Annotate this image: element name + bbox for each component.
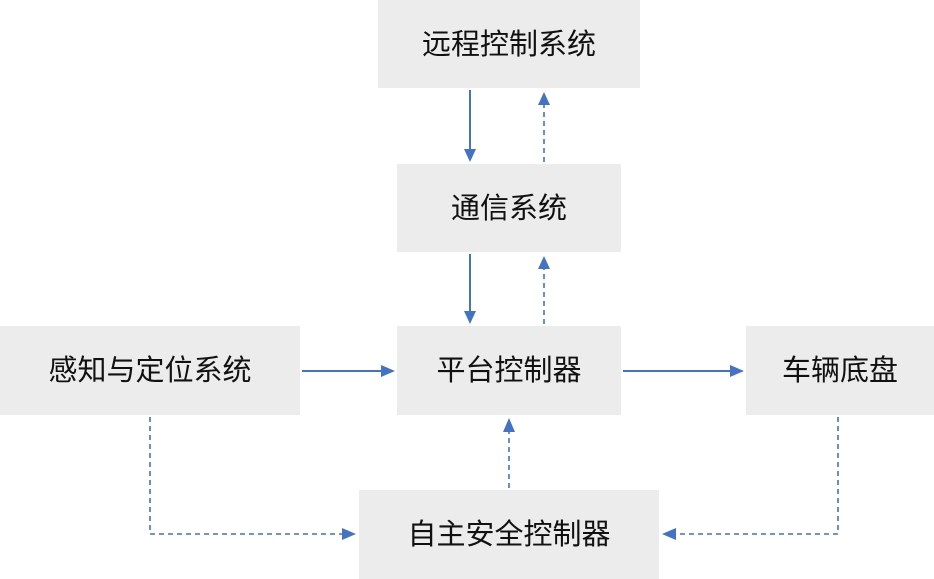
node-safety-controller-box <box>359 490 659 579</box>
arrow-head-down <box>464 311 476 324</box>
arrow-head-left <box>662 528 676 540</box>
edge-platform-to-chassis <box>623 365 744 377</box>
node-perception-label: 感知与定位系统 <box>48 353 251 387</box>
edge-platform-to-communication <box>538 256 550 324</box>
edge-communication-to-platform <box>464 254 476 324</box>
arrow-head-right <box>342 528 356 540</box>
node-chassis-box <box>746 326 934 415</box>
node-remote-control: 远程控制系统 <box>378 0 640 88</box>
edge-perception-to-platform <box>302 365 395 377</box>
arrow-head-up <box>538 256 550 269</box>
arrow-head-right <box>381 365 395 377</box>
edge-perception-to-safety <box>149 417 356 540</box>
node-remote-control-box <box>378 0 640 88</box>
node-platform-controller-label: 平台控制器 <box>436 353 581 387</box>
node-remote-control-label: 远程控制系统 <box>422 27 596 61</box>
node-communication-label: 通信系统 <box>451 191 567 225</box>
node-chassis-label: 车辆底盘 <box>782 353 898 387</box>
arrow-head-right <box>730 365 744 377</box>
node-perception-box <box>0 326 300 415</box>
node-communication: 通信系统 <box>397 164 621 252</box>
edge-remote-to-communication <box>464 90 476 162</box>
edge-chassis-to-safety <box>662 417 839 540</box>
node-safety-controller-label: 自主安全控制器 <box>407 517 610 551</box>
edge-safety-to-platform <box>503 418 515 488</box>
node-chassis: 车辆底盘 <box>746 326 934 415</box>
node-platform-controller: 平台控制器 <box>397 326 621 415</box>
node-communication-box <box>397 164 621 252</box>
node-safety-controller: 自主安全控制器 <box>359 490 659 579</box>
arrow-head-down <box>464 149 476 162</box>
edge-communication-to-remote <box>538 92 550 162</box>
node-perception: 感知与定位系统 <box>0 326 300 415</box>
node-platform-controller-box <box>397 326 621 415</box>
arrow-head-up <box>538 92 550 105</box>
arrow-head-up <box>503 418 515 432</box>
